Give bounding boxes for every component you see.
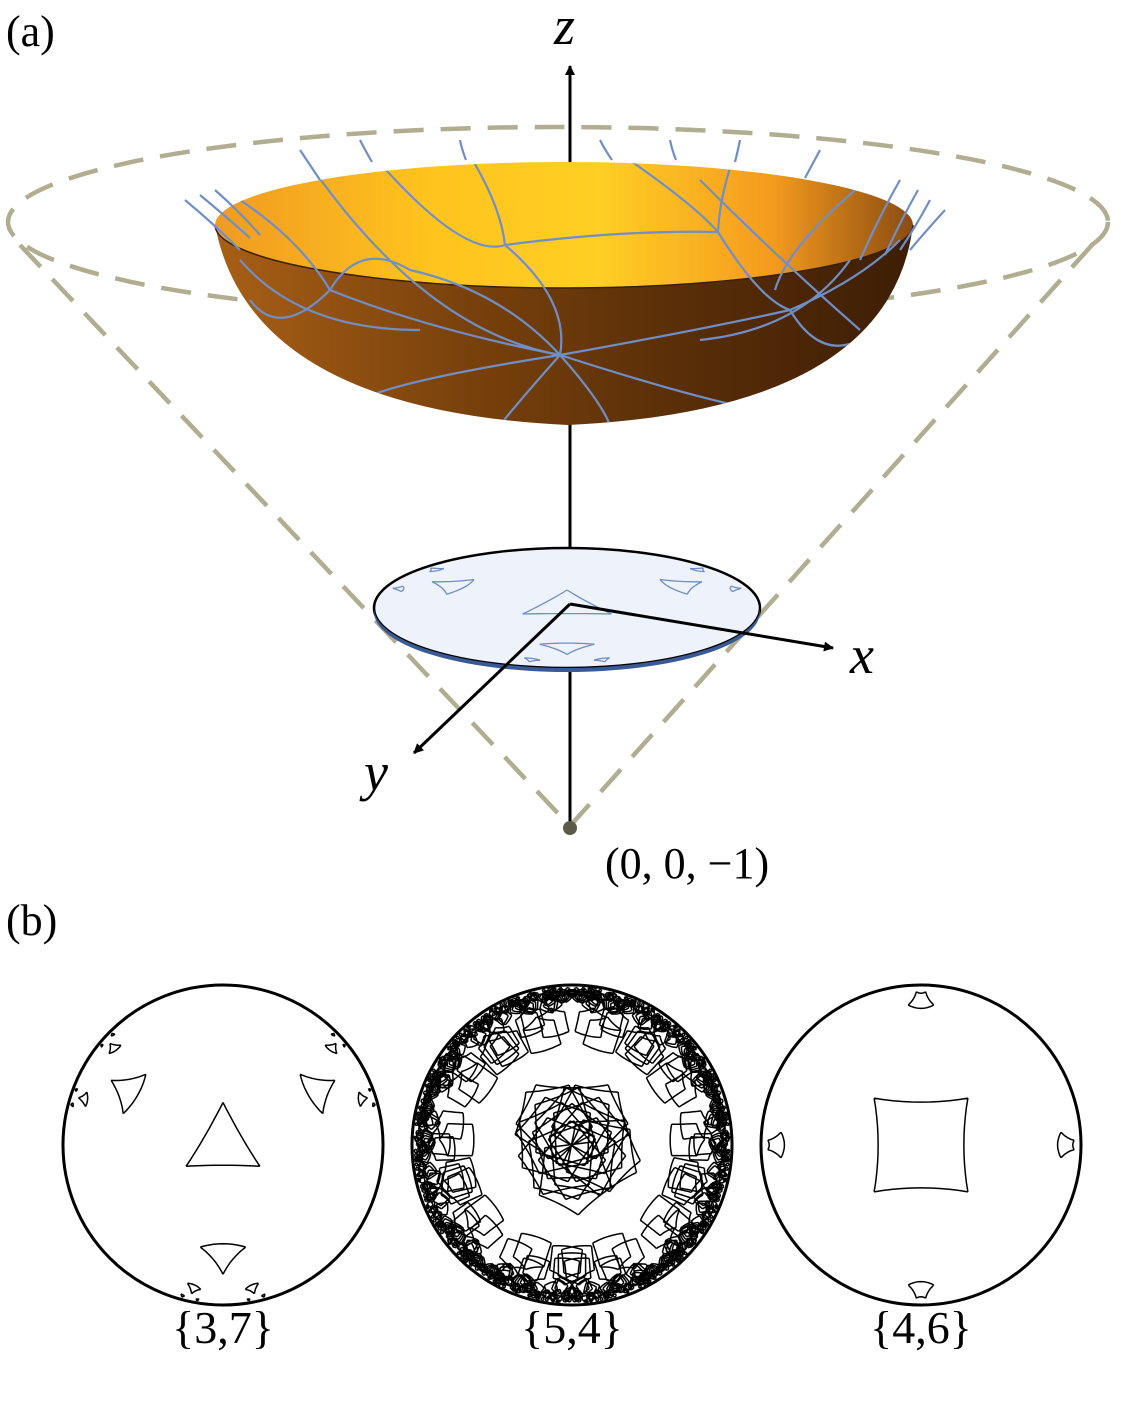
disk-tiling-pattern [392, 567, 742, 663]
tiling-3-7: {3,7} [61, 983, 385, 1353]
tiling-edge-set [392, 567, 742, 663]
y-axis [412, 602, 572, 755]
tiling-edge-set [412, 986, 732, 1304]
panel-a-label: (a) [6, 7, 55, 56]
tiling-boundary-circle [410, 983, 734, 1307]
tiling-edges [767, 991, 1075, 1299]
tiling-edges [412, 986, 732, 1304]
tiling-boundary-circle [61, 983, 385, 1307]
poincare-disk-3d [372, 546, 762, 672]
hyperboloid-rim-edge [214, 224, 914, 289]
cone-right-edge [568, 243, 1094, 828]
tiling-4-6: {4,6} [759, 983, 1083, 1353]
projection-point-label: (0, 0, −1) [605, 839, 769, 888]
panel-b-label: (b) [6, 896, 57, 945]
tiling-edge-set [70, 1032, 376, 1302]
projection-point [563, 821, 577, 835]
x-axis-label: x [849, 625, 874, 685]
tiling-label: {5,4} [521, 1302, 623, 1353]
hyperboloid-sheet [184, 139, 946, 425]
rim-geodesic-stubs [184, 139, 946, 261]
tiling-edge-set [767, 991, 1075, 1299]
hyperboloid-outer-surface [215, 225, 913, 425]
z-axis-label: z [553, 0, 575, 56]
hyperboloid-inner-surface [215, 162, 913, 288]
tiling-label: {4,6} [870, 1302, 972, 1353]
x-axis [569, 602, 834, 652]
tiling-edges [70, 1032, 376, 1302]
tiling-5-4: {5,4} [410, 983, 734, 1353]
tiling-label: {3,7} [172, 1302, 274, 1353]
y-axis-label: y [359, 742, 388, 802]
tiling-boundary-circle [759, 983, 1083, 1307]
cone-left-edge [18, 243, 572, 828]
